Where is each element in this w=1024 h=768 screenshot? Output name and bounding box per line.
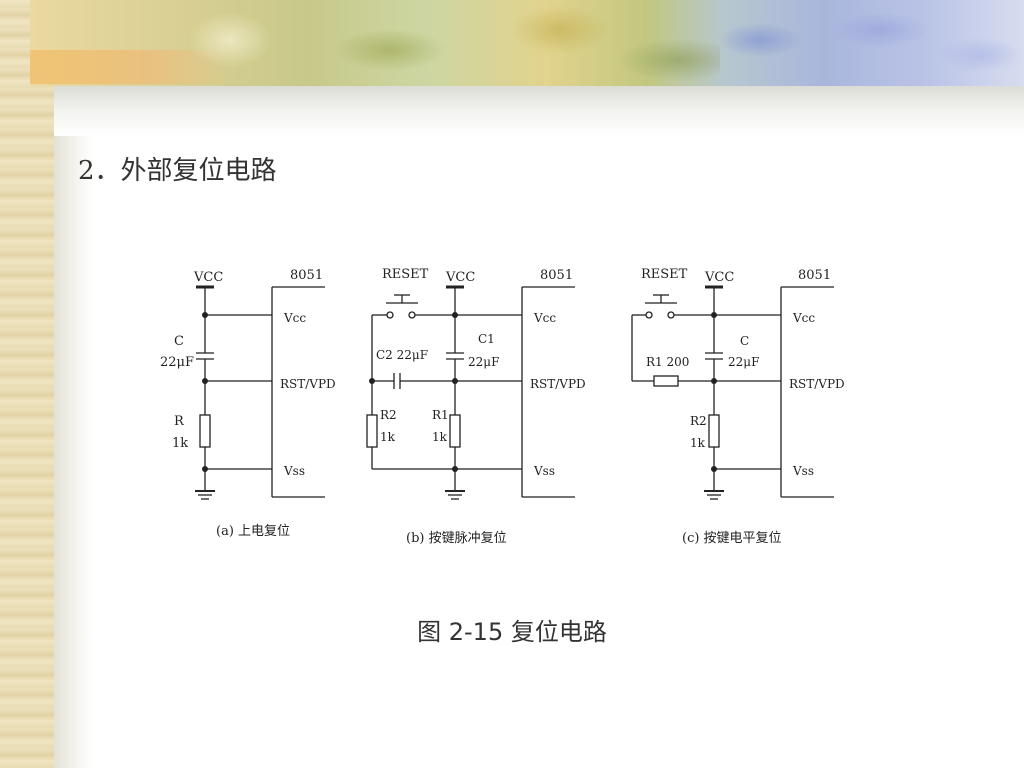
circuit-c-r1-label: R1 200 xyxy=(646,355,689,369)
circuit-b-r2-value: 1k xyxy=(380,430,396,444)
circuit-a-pin-vss: Vss xyxy=(283,464,305,478)
circuit-a-res-name: R xyxy=(174,414,185,429)
circuit-c-cap-name: C xyxy=(740,334,749,348)
circuit-a-res-value: 1k xyxy=(172,436,188,451)
circuit-b-r2-name: R2 xyxy=(380,408,397,422)
circuit-c: RESET R1 200 VCC C 22μF R2 1k xyxy=(631,267,845,546)
circuit-b-vcc-label: VCC xyxy=(445,270,475,285)
circuit-b-caption: (b) 按键脉冲复位 xyxy=(406,531,507,546)
circuit-a-caption: (a) 上电复位 xyxy=(216,524,290,539)
circuit-b-c2-label: C2 22μF xyxy=(376,348,428,362)
left-decorative-strip xyxy=(0,0,54,768)
circuit-b-pin-vss: Vss xyxy=(533,464,555,478)
circuit-a-pin-rst: RST/VPD xyxy=(280,377,336,391)
figure-caption: 图 2-15 复位电路 xyxy=(417,618,607,646)
circuit-a-vcc-label: VCC xyxy=(193,270,223,285)
banner-leaf-pattern xyxy=(140,0,720,86)
slide-heading: 2．外部复位电路 xyxy=(78,156,277,186)
circuit-c-reset-label: RESET xyxy=(641,267,688,282)
circuit-b-r1-value: 1k xyxy=(432,430,448,444)
circuit-c-pin-rst: RST/VPD xyxy=(789,377,845,391)
top-banner-image xyxy=(30,0,1024,86)
circuit-b: RESET C2 22μF R2 1k VCC C1 22μF R1 1k xyxy=(366,267,586,546)
circuit-b-pin-vcc: Vcc xyxy=(533,311,556,325)
circuit-b-c1-name: C1 xyxy=(478,332,495,346)
circuit-a-pin-vcc: Vcc xyxy=(283,311,306,325)
circuit-b-reset-label: RESET xyxy=(382,267,429,282)
circuit-c-r2-value: 1k xyxy=(690,436,706,450)
circuit-c-pin-vss: Vss xyxy=(792,464,814,478)
circuit-a: VCC C 22μF R 1k 8051 Vcc RST/VPD Vss (a)… xyxy=(160,268,336,539)
banner-blue-pattern xyxy=(680,0,1024,86)
circuit-b-c1-value: 22μF xyxy=(468,355,499,369)
circuit-c-chip-label: 8051 xyxy=(798,268,831,283)
circuit-a-cap-value: 22μF xyxy=(160,355,194,370)
reset-circuit-diagram: VCC C 22μF R 1k 8051 Vcc RST/VPD Vss (a)… xyxy=(160,267,845,546)
circuit-c-r2-name: R2 xyxy=(690,414,707,428)
banner-shadow xyxy=(54,86,1024,136)
circuit-a-cap-name: C xyxy=(174,334,184,349)
circuit-c-caption: (c) 按键电平复位 xyxy=(682,531,782,546)
circuit-b-chip-label: 8051 xyxy=(540,268,573,283)
circuit-b-r1-name: R1 xyxy=(432,408,449,422)
circuit-a-chip-label: 8051 xyxy=(290,268,323,283)
circuit-c-cap-value: 22μF xyxy=(728,355,759,369)
circuit-c-pin-vcc: Vcc xyxy=(792,311,815,325)
circuit-c-vcc-label: VCC xyxy=(704,270,734,285)
circuit-b-pin-rst: RST/VPD xyxy=(530,377,586,391)
